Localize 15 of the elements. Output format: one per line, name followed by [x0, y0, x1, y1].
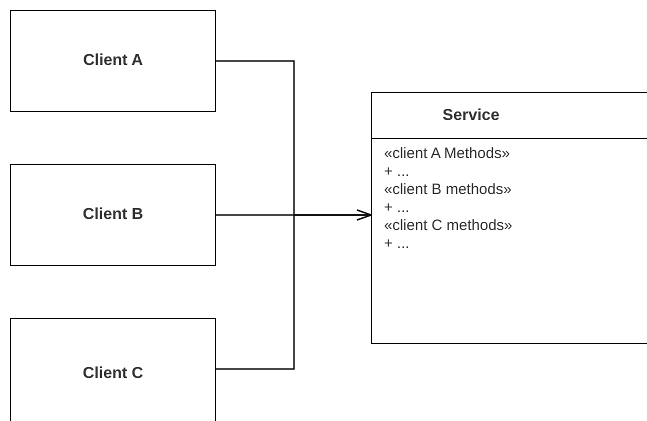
- member-text: + ...: [384, 235, 410, 253]
- client-box: [10, 10, 216, 112]
- class-box: [371, 92, 647, 344]
- member-text: + ...: [384, 199, 410, 217]
- client-box: [10, 164, 216, 266]
- client-label: Client B: [82, 206, 144, 224]
- member-text: «client B methods»: [384, 181, 512, 199]
- class-name: Service: [442, 106, 500, 124]
- client-label: Client C: [82, 365, 144, 383]
- member-text: «client A Methods»: [384, 145, 510, 163]
- member-text: «client C methods»: [384, 217, 512, 235]
- connector-arrow: [216, 209, 372, 370]
- client-box: [10, 318, 216, 421]
- member-text: + ...: [384, 163, 410, 181]
- client-label: Client A: [83, 52, 143, 70]
